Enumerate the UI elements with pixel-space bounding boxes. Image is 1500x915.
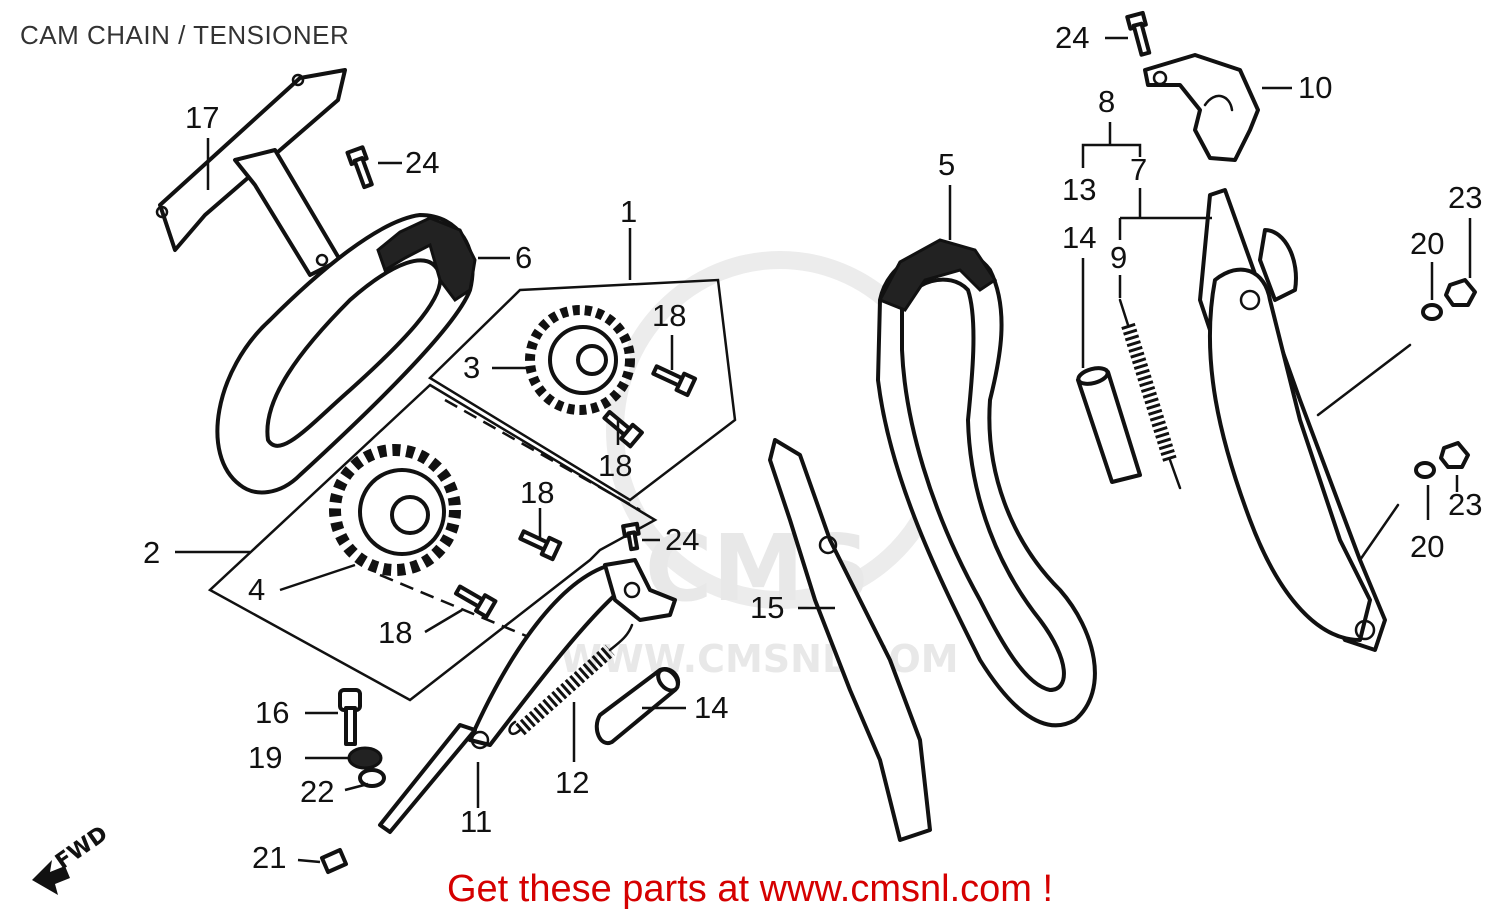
callout-18-b: 18 [598,448,632,483]
part-5-long-cam-chain [876,238,1097,728]
part-23-nut-upper [1444,278,1477,307]
callout-3: 3 [463,350,480,385]
callout-8: 8 [1098,84,1115,119]
callout-24-b: 24 [665,522,699,557]
part-21-plug [320,848,348,874]
callout-15: 17 [185,100,219,135]
callout-18-d: 18 [378,615,412,650]
callout-19: 19 [248,740,282,775]
part-18-bolts [454,364,698,619]
part-24-bolts [345,10,1152,552]
callout-20-a: 20 [1410,226,1444,261]
callout-13: 13 [1062,172,1096,207]
part-4-drive-sprocket [329,444,461,576]
part-11-tensioner-arm [378,558,677,834]
callout-9: 9 [1110,240,1127,275]
part-7-tensioner-guide [1198,188,1412,652]
callout-5: 5 [938,147,955,182]
part-23-nut-lower [1439,441,1470,469]
callout-14-b: 14 [1062,220,1096,255]
callout-24-c: 24 [1055,20,1089,55]
callout-11: 11 [460,804,492,839]
callout-1: 1 [620,194,637,229]
part-14-rubber-sleeve-lower [594,667,681,746]
callout-7: 7 [1130,152,1147,187]
part-19-washer [347,746,383,770]
part-14-rubber-sleeve-upper [1076,366,1142,484]
part-3-cam-sprocket [525,305,635,415]
callout-22: 22 [300,774,334,809]
footer-link-text[interactable]: Get these parts at www.cmsnl.com ! [446,868,1054,910]
callout-6: 6 [515,240,532,275]
part-1-sprocket-set-box [427,278,737,502]
part-20-washer-upper [1421,303,1443,321]
callout-18-c: 18 [520,475,554,510]
part-10-stopper-plate [1143,53,1260,162]
callout-10: 10 [1298,70,1332,105]
callout-18-a: 18 [652,298,686,333]
callout-17: 16 [255,695,289,730]
part-6-cam-chain [215,213,477,495]
callout-2: 2 [143,535,160,570]
callout-23-b: 23 [1448,487,1482,522]
callout-20-b: 20 [1410,529,1444,564]
callout-21: 21 [252,840,286,875]
part-12-tensioner-spring [508,623,634,736]
watermark-url: WWW.CMSNL.COM [560,637,959,681]
callout-4: 4 [248,572,265,607]
callout-24-a: 24 [405,145,439,180]
callout-labels: 17 24 6 1 3 18 18 2 4 18 18 24 16 19 22 … [143,20,1482,875]
callout-14-a: 14 [694,690,728,725]
part-22-collar [358,768,386,788]
callout-16: 15 [750,590,784,625]
part-16-chain-guide [768,438,932,842]
part-20-washer-lower [1414,461,1436,479]
part-17-bolt [338,688,362,746]
leader-lines [175,36,1472,864]
part-9-tensioner-spring [1118,298,1182,490]
page-title: CAM CHAIN / TENSIONER [20,20,350,50]
callout-23-a: 23 [1448,180,1482,215]
forward-label: FWD [51,821,112,874]
callout-12: 12 [555,765,589,800]
